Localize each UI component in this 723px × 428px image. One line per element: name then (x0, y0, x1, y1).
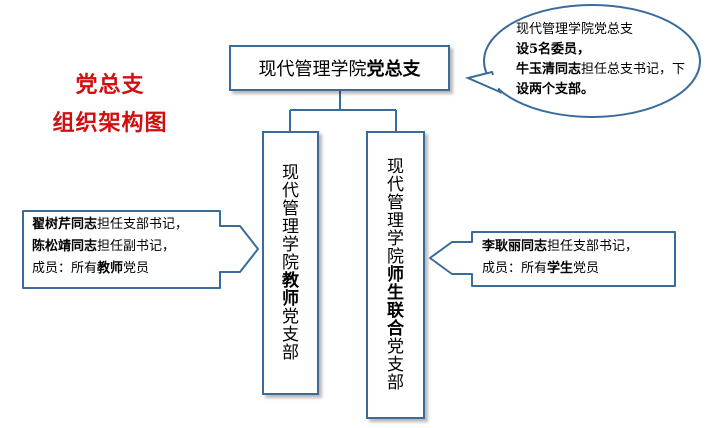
diagram-subtitle: 组织架构图 (52, 110, 168, 136)
left-callout-line-3: 成员：所有教师党员 (32, 261, 150, 276)
right-callout-line-2: 成员：所有学生党员 (482, 261, 600, 276)
right-callout-line-1: 李耿丽同志担任支部书记， (482, 239, 639, 254)
right-callout-text: 李耿丽同志担任支部书记， 成员：所有学生党员 (482, 236, 638, 280)
bubble-line-1: 现代管理学院党总支 (516, 22, 634, 37)
bubble-line-3: 牛玉清同志担任总支书记，下 (516, 62, 686, 77)
diagram-title: 党总支 (75, 72, 145, 98)
top-node-label-bold: 党总支 (366, 59, 421, 80)
bubble-text: 现代管理学院党总支 设5名委员， 牛玉清同志担任总支书记，下 设两个支部。 (516, 20, 685, 100)
speech-bubble (464, 4, 701, 118)
top-node-party-branch: 现代管理学院党总支 (229, 45, 450, 91)
left-arrow-callout (22, 210, 259, 289)
bubble-line-2: 设5名委员， (516, 42, 591, 57)
teacher-branch-node: 现 代 管 理 学 院 教 师 党 支 部 (262, 131, 319, 395)
left-callout-line-1: 翟树芹同志担任支部书记， (32, 217, 189, 232)
right-arrow-callout (429, 231, 676, 287)
bubble-line-4: 设两个支部。 (516, 82, 595, 97)
top-node-label: 现代管理学院 (258, 59, 367, 80)
teacher-student-branch-node: 现 代 管 理 学 院 师 生 联 合 党 支 部 (366, 131, 425, 419)
left-callout-line-2: 陈松靖同志担任副书记， (32, 239, 176, 254)
left-callout-text: 翟树芹同志担任支部书记， 陈松靖同志担任副书记， 成员：所有教师党员 (32, 214, 188, 280)
